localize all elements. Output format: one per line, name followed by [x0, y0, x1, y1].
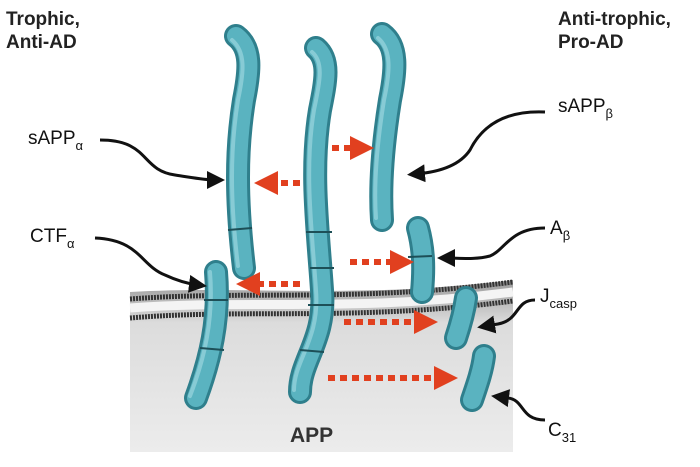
- label-app: APP: [290, 424, 334, 447]
- label-sappb: sAPPβ: [558, 96, 614, 121]
- c31-fragment: [460, 344, 496, 412]
- label-subscript: α: [66, 236, 75, 251]
- label-subscript: α: [75, 138, 84, 153]
- pointer-sappa: [99, 138, 225, 189]
- trophic-header: Trophic, Anti-AD: [6, 8, 80, 54]
- ctfa-fragment: [184, 260, 229, 410]
- sappa-fragment: [224, 24, 261, 280]
- anti-trophic-header: Anti-trophic, Pro-AD: [558, 8, 671, 54]
- pointer-sappb: [407, 110, 546, 183]
- pointer-abeta: [437, 226, 546, 268]
- jcasp-fragment: [444, 286, 478, 350]
- label-text: J: [540, 286, 550, 307]
- label-jcasp: Jcasp: [540, 286, 577, 311]
- label-pointers: [94, 110, 546, 422]
- label-abeta: Aβ: [550, 218, 571, 243]
- pointer-ctfa: [94, 236, 207, 293]
- cleavage-arrows: [236, 136, 458, 390]
- header-line: Anti-AD: [6, 32, 77, 53]
- label-subscript: β: [562, 228, 571, 243]
- label-text: CTF: [30, 226, 67, 247]
- header-line: Trophic,: [6, 9, 80, 30]
- cell-membrane: [129, 279, 514, 321]
- label-subscript: 31: [561, 430, 577, 445]
- pointer-c31: [491, 389, 546, 422]
- pointer-jcasp: [477, 298, 536, 334]
- label-c31: C31: [548, 420, 577, 445]
- app-full-length: [288, 36, 338, 404]
- label-sappa: sAPPα: [28, 128, 84, 153]
- label-text: C: [548, 420, 562, 441]
- label-subscript: β: [605, 106, 614, 121]
- label-ctfa: CTFα: [30, 226, 75, 251]
- label-text: sAPP: [28, 128, 76, 149]
- header-line: Pro-AD: [558, 32, 624, 53]
- sappb-fragment: [369, 22, 407, 232]
- abeta-fragment: [406, 216, 436, 304]
- label-subscript: casp: [549, 296, 577, 311]
- header-line: Anti-trophic,: [558, 9, 671, 30]
- label-text: A: [550, 218, 563, 239]
- label-text: sAPP: [558, 96, 606, 117]
